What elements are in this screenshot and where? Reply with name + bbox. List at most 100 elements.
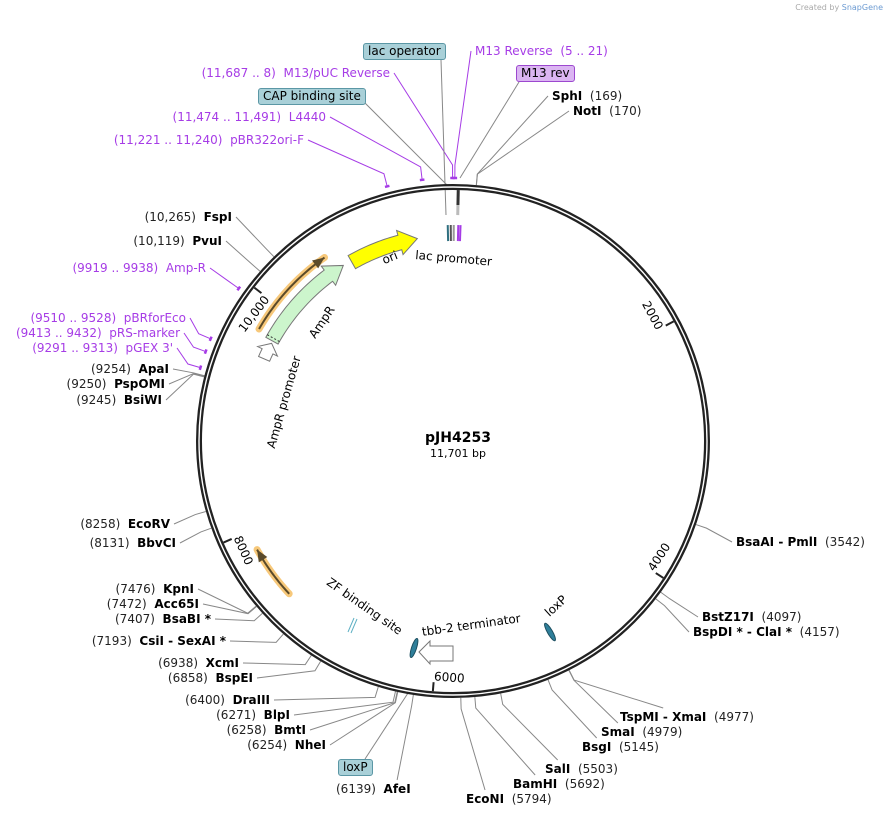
enzyme-position: (3542) <box>825 535 865 549</box>
enzyme-leader-line <box>309 691 398 731</box>
enzyme-label[interactable]: SphI (169) <box>552 89 622 103</box>
primer-label[interactable]: (9413 .. 9432) pRS-marker <box>16 326 180 340</box>
enzyme-label[interactable]: (6254) NheI <box>247 738 326 752</box>
enzyme-position: (8131) <box>89 536 130 550</box>
enzyme-label[interactable]: (9245) BsiWI <box>76 393 162 407</box>
enzyme-position: (170) <box>609 104 642 118</box>
enzyme-label[interactable]: (6400) DraIII <box>185 693 270 707</box>
loxp-site <box>544 622 556 642</box>
enzyme-leader-line <box>695 524 733 543</box>
enzyme-position: (4097) <box>761 610 802 624</box>
enzyme-position: (7472) <box>106 597 147 611</box>
enzyme-label[interactable]: BsgI (5145) <box>582 740 659 754</box>
enzyme-label[interactable]: (7193) CsiI - SexAI * <box>92 634 226 648</box>
enzyme-leader-line <box>225 240 261 272</box>
enzyme-label[interactable]: TspMI - XmaI (4977) <box>620 710 754 724</box>
enzyme-label[interactable]: BsaAI - PmlI (3542) <box>736 535 865 549</box>
enzyme-name: DraIII <box>232 693 270 707</box>
tick-mark <box>665 320 675 327</box>
primer-binding-mark <box>208 336 213 342</box>
enzyme-label[interactable]: (8258) EcoRV <box>80 517 170 531</box>
enzyme-label[interactable]: (6139) AfeI <box>336 782 411 796</box>
lac-promoter-glyph <box>458 225 462 242</box>
primer-label[interactable]: (11,687 .. 8) M13/pUC Reverse <box>202 66 390 80</box>
zf-binding-site-2 <box>350 618 358 634</box>
enzyme-position: (4979) <box>642 725 683 739</box>
primer-label[interactable]: (11,474 .. 11,491) L4440 <box>173 110 326 124</box>
enzyme-label[interactable]: BspDI * - ClaI * (4157) <box>693 625 840 639</box>
tick-mark <box>253 286 263 294</box>
enzyme-position: (6938) <box>158 656 199 670</box>
primer-leader-line <box>209 267 239 289</box>
enzyme-name: CsiI - SexAI * <box>139 634 226 648</box>
enzyme-label[interactable]: (9250) PspOMI <box>67 377 165 391</box>
feature-leader-line <box>361 99 448 186</box>
enzyme-leader-line <box>547 679 598 739</box>
enzyme-label[interactable]: (6858) BspEI <box>168 671 253 685</box>
primer-name: M13 Reverse <box>475 44 553 58</box>
enzyme-label[interactable]: (6938) XcmI <box>158 656 239 670</box>
plasmid-name: pJH4253 <box>425 430 491 446</box>
enzyme-leader-line <box>273 686 379 701</box>
primer-binding-mark <box>198 365 203 371</box>
enzyme-leader-line <box>329 691 399 746</box>
enzyme-label[interactable]: (10,119) PvuI <box>133 234 222 248</box>
enzyme-name: BspEI <box>215 671 253 685</box>
enzyme-label[interactable]: (10,265) FspI <box>145 210 232 224</box>
enzyme-position: (5145) <box>618 740 659 754</box>
enzyme-label[interactable]: (7476) KpnI <box>116 582 194 596</box>
enzyme-position: (5692) <box>564 777 605 791</box>
enzyme-name: FspI <box>203 210 232 224</box>
primer-label[interactable]: M13 Reverse (5 .. 21) <box>475 44 608 58</box>
enzyme-label[interactable]: BamHI (5692) <box>513 777 605 791</box>
enzyme-label[interactable]: SmaI (4979) <box>601 725 682 739</box>
primer-range: (5 .. 21) <box>560 44 608 58</box>
enzyme-leader-line <box>256 661 322 679</box>
enzyme-label[interactable]: (8131) BbvCI <box>90 536 176 550</box>
enzyme-label[interactable]: (6271) BlpI <box>216 708 290 722</box>
feature-box-cap-binding-site[interactable]: CAP binding site <box>258 88 366 105</box>
enzyme-leader-line <box>568 670 619 724</box>
primer-binding-mark <box>419 178 425 182</box>
primer-range: (9919 .. 9938) <box>72 261 159 275</box>
primer-leader-line <box>393 72 454 178</box>
enzyme-leader-line <box>655 598 690 633</box>
enzyme-label[interactable]: (7407) BsaBI * <box>115 612 211 626</box>
enzyme-leader-line <box>235 216 275 258</box>
enzyme-leader-line <box>475 95 549 186</box>
enzyme-label[interactable]: BstZ17I (4097) <box>702 610 801 624</box>
enzyme-name: PspOMI <box>114 377 165 391</box>
tick-label: 4000 <box>645 540 673 573</box>
enzyme-position: (5503) <box>577 762 618 776</box>
tick-label: 6000 <box>434 669 466 685</box>
primer-range: (9291 .. 9313) <box>32 341 118 355</box>
enzyme-label[interactable]: NotI (170) <box>573 104 641 118</box>
enzyme-position: (6254) <box>247 738 288 752</box>
enzyme-name: EcoRV <box>127 517 170 531</box>
enzyme-leader-line <box>396 694 414 781</box>
leader-lines <box>165 50 733 791</box>
enzyme-label[interactable]: EcoNI (5794) <box>466 792 552 806</box>
primer-label[interactable]: (9510 .. 9528) pBRforEco <box>30 311 186 325</box>
plasmid-backbone[interactable] <box>196 184 710 698</box>
feature-box-lac-operator[interactable]: lac operator <box>363 43 446 60</box>
primer-range: (11,687 .. 8) <box>201 66 276 80</box>
enzyme-leader-line <box>168 372 205 385</box>
feature-box-m13-rev[interactable]: M13 rev <box>516 65 575 82</box>
enzyme-name: BsaBI * <box>162 612 211 626</box>
primer-label[interactable]: (9919 .. 9938) Amp-R <box>72 261 206 275</box>
primer-label[interactable]: (9291 .. 9313) pGEX 3' <box>32 341 173 355</box>
enzyme-label[interactable]: (7472) Acc65I <box>107 597 199 611</box>
feature-box-loxp[interactable]: loxP <box>338 759 373 776</box>
primer-range: (11,474 .. 11,491) <box>172 110 282 124</box>
enzyme-label[interactable]: (6258) BmtI <box>227 723 306 737</box>
enzyme-name: SalI <box>545 762 571 776</box>
enzyme-position: (9254) <box>91 362 131 376</box>
enzyme-leader-line <box>242 655 312 666</box>
enzyme-label[interactable]: SalI (5503) <box>545 762 618 776</box>
enzyme-label[interactable]: (9254) ApaI <box>91 362 169 376</box>
primer-label[interactable]: (11,221 .. 11,240) pBR322ori-F <box>114 133 304 147</box>
enzyme-name: NotI <box>573 104 602 118</box>
enzyme-name: BsaAI - PmlI <box>736 535 818 549</box>
